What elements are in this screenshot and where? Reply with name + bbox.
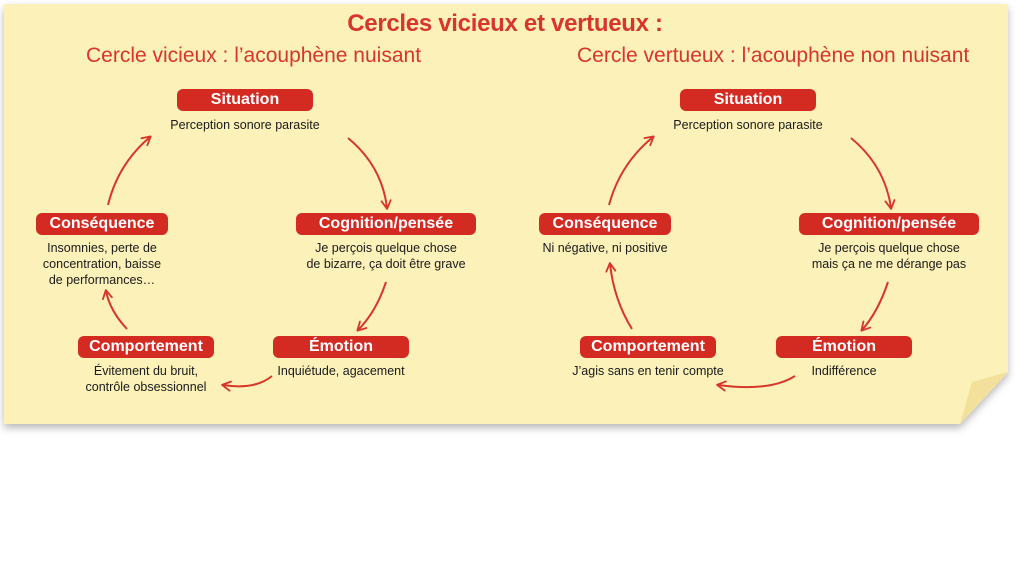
virtuous-behavior-label: Comportement <box>580 336 716 358</box>
vicious-circle-title: Cercle vicieux : l’acouphène nuisant <box>86 44 422 67</box>
arrow-emotion-to-behavior <box>221 375 273 392</box>
arrow-situation-to-cognition <box>347 137 392 210</box>
virtuous-cognition-label: Cognition/pensée <box>799 213 979 235</box>
virtuous-situation-text: Perception sonore parasite <box>673 118 823 132</box>
vicious-situation-label: Situation <box>177 89 313 111</box>
virtuous-emotion-label: Émotion <box>776 336 912 358</box>
virtuous-cognition-text: Je perçois quelque chose mais ça ne me d… <box>811 241 967 271</box>
virtuous-situation-label: Situation <box>680 89 816 111</box>
vicious-cognition-label: Cognition/pensée <box>296 213 476 235</box>
vicious-behavior-label: Comportement <box>78 336 214 358</box>
vicious-consequence-label: Conséquence <box>36 213 168 235</box>
vicious-emotion-label: Émotion <box>273 336 409 358</box>
virtuous-circle-title: Cercle vertueux : l’acouphène non nuisan… <box>577 44 970 67</box>
arrow-cognition-to-emotion <box>356 281 387 332</box>
folded-corner <box>960 372 1008 424</box>
arrow-emotion-to-behavior-virtuous <box>716 375 796 392</box>
arrow-consequence-to-situation <box>107 135 152 206</box>
arrow-situation-to-cognition-virtuous <box>850 137 896 210</box>
virtuous-behavior-text: J’agis sans en tenir compte <box>572 364 724 378</box>
arrow-behavior-to-consequence-virtuous <box>605 262 633 330</box>
arrow-consequence-to-situation-virtuous <box>608 135 655 206</box>
diagram-title: Cercles vicieux et vertueux : <box>347 10 663 37</box>
vicious-situation-text: Perception sonore parasite <box>170 118 320 132</box>
virtuous-consequence-text: Ni négative, ni positive <box>542 241 668 255</box>
vicious-behavior-text: Évitement du bruit, contrôle obsessionne… <box>85 364 207 394</box>
vicious-cognition-text: Je perçois quelque chose de bizarre, ça … <box>306 241 466 271</box>
virtuous-consequence-label: Conséquence <box>539 213 671 235</box>
vicious-emotion-text: Inquiétude, agacement <box>277 364 405 378</box>
arrow-behavior-to-consequence <box>102 289 128 330</box>
arrow-cognition-to-emotion-virtuous <box>860 281 889 332</box>
vicious-consequence-text: Insomnies, perte de concentration, baiss… <box>42 241 162 287</box>
virtuous-emotion-text: Indifférence <box>811 364 877 378</box>
